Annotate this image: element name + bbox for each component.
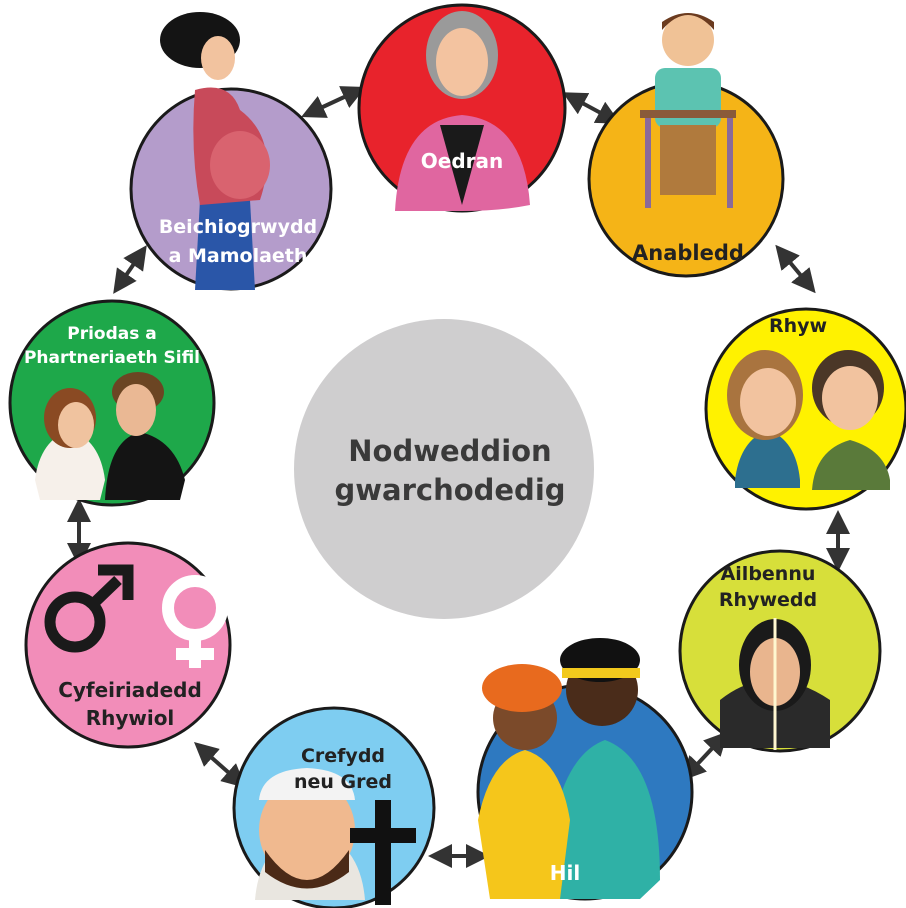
sex-man-face <box>822 366 878 430</box>
center-node: Nodweddion gwarchodedig <box>294 319 594 619</box>
node-race: Hil <box>476 638 694 901</box>
center-title-line1: Nodweddion <box>348 434 551 468</box>
arrow-pregnancy-marriage <box>113 245 147 294</box>
disability-person-head <box>662 14 714 66</box>
religion-cross-horizontal <box>350 828 416 843</box>
sex-man-body <box>812 440 890 490</box>
arrow-pregnancy-age <box>301 86 366 118</box>
disability-person-legs <box>660 125 716 195</box>
center-circle <box>294 319 594 619</box>
religion-person-cap <box>259 768 355 800</box>
disability-person-hair <box>662 13 714 30</box>
race-woman-headwrap <box>482 664 562 712</box>
age-label: Oedran <box>421 149 503 173</box>
node-religion: Crefydd neu Gred <box>232 706 436 908</box>
age-person-top <box>440 125 484 205</box>
religion-person-beard <box>265 850 349 889</box>
race-woman-dress <box>478 750 570 899</box>
disability-label: Anabledd <box>632 241 744 265</box>
religion-label-line2: neu Gred <box>294 771 392 793</box>
arrow-age-disability <box>562 92 621 124</box>
religion-label-line1: Crefydd <box>301 745 385 767</box>
race-man-body <box>545 740 660 899</box>
pregnancy-label-line1: Beichiogrwydd <box>159 216 317 238</box>
marriage-bride-dress <box>35 430 105 500</box>
disability-person-shirt <box>655 68 721 128</box>
arrow-disability-sex <box>775 244 816 294</box>
pregnancy-person-legs <box>195 200 255 290</box>
connection-arrows <box>67 86 850 868</box>
religion-cross-vertical <box>375 800 391 905</box>
race-label: Hil <box>550 861 580 885</box>
arrow-orientation-religion <box>194 742 246 788</box>
node-age: Oedran <box>357 3 567 213</box>
pregnancy-bump <box>210 131 270 199</box>
node-disability: Anabledd <box>587 13 785 278</box>
orientation-label-line2: Rhywiol <box>86 706 175 730</box>
marriage-label-line1: Priodas a <box>67 324 157 344</box>
pregnancy-label-line2: a Mamolaeth <box>169 245 308 267</box>
marriage-groom-suit <box>105 432 185 500</box>
marriage-label-line2: Phartneriaeth Sifil <box>24 348 200 368</box>
disability-wheelchair-arm <box>640 110 736 118</box>
female-symbol-icon <box>162 575 228 668</box>
male-symbol-icon <box>44 564 134 653</box>
node-pregnancy: Beichiogrwydd a Mamolaeth <box>129 12 333 291</box>
religion-person-face <box>259 778 355 882</box>
sex-woman-face <box>740 368 796 436</box>
marriage-groom-face <box>116 384 156 436</box>
gender-label-line1: Ailbennu <box>721 563 816 585</box>
pregnancy-person-face <box>201 36 235 80</box>
gender-label-line2: Rhywedd <box>719 589 817 611</box>
sex-label: Rhyw <box>769 315 827 337</box>
race-man-headband <box>562 668 640 678</box>
disability-wheelchair-frame-left <box>645 118 651 208</box>
disability-wheelchair-frame-right <box>727 118 733 208</box>
node-marriage: Priodas a Phartneriaeth Sifil <box>8 299 216 507</box>
node-orientation: Cyfeiriadedd Rhywiol <box>24 541 232 749</box>
arrow-gender-race <box>681 731 729 781</box>
node-sex: Rhyw <box>704 307 906 511</box>
age-person-face <box>436 28 488 96</box>
sex-woman-body <box>735 430 800 488</box>
center-title-line2: gwarchodedig <box>334 473 565 507</box>
marriage-bride-face <box>58 402 94 448</box>
node-gender: Ailbennu Rhywedd <box>678 549 882 753</box>
orientation-label-line1: Cyfeiriadedd <box>58 678 202 702</box>
